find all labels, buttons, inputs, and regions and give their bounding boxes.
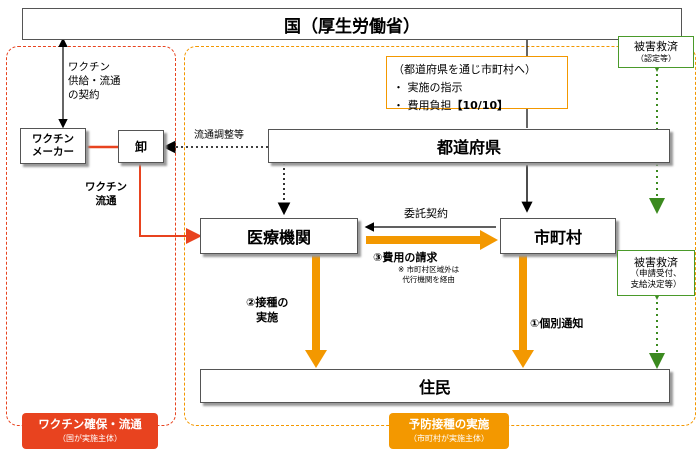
- instruction-line-2: ・ 実施の指示: [393, 81, 463, 94]
- consign-contract-label: 委託契約: [404, 207, 448, 220]
- vaccine-supply-tag-sub: （国が実施主体）: [58, 434, 122, 443]
- supply-contract-label: ワクチン 供給・流通 の契約: [68, 60, 121, 103]
- vaccine-maker-box: ワクチン メーカー: [20, 128, 86, 164]
- relief-mid-sub-1: （申請受付、: [630, 269, 682, 280]
- vaccination-tag: 予防接種の実施 （市町村が実施主体）: [389, 413, 509, 449]
- relief-top-sub: （認定等）: [636, 53, 676, 63]
- oroshi-label: 卸: [134, 140, 147, 154]
- oroshi-box: 卸: [118, 130, 164, 163]
- todofuken-box: 都道府県: [268, 129, 670, 163]
- distribution-adjust-label: 流通調整等: [194, 130, 244, 141]
- supply-contract-line-1: ワクチン: [68, 61, 110, 73]
- instruction-cost-ratio: 【10/10】: [451, 99, 509, 112]
- supply-contract-line-2: 供給・流通: [68, 75, 121, 88]
- relief-mid-title: 被害救済: [634, 256, 678, 270]
- shichoson-label: 市町村: [533, 228, 582, 247]
- vaccination-tag-sub: （市町村が実施主体）: [409, 434, 489, 443]
- shichoson-box: 市町村: [500, 218, 616, 254]
- kuni-box: 国（厚生労働省）: [22, 8, 682, 40]
- kuni-label: 国（厚生労働省）: [284, 16, 420, 37]
- vaccination-line-1: ②接種の: [246, 296, 289, 309]
- relief-mid-sub-2: 支給決定等）: [630, 279, 682, 290]
- cost-claim-label: ③費用の請求: [373, 251, 438, 264]
- vaccination-label: ②接種の 実施: [246, 296, 288, 326]
- jumin-label: 住民: [418, 378, 451, 397]
- instruction-line-1: （都道府県を通じ市町村へ）: [393, 63, 536, 76]
- cost-note-line-2: 代行機関を経由: [402, 274, 455, 284]
- vaccine-flow-label: ワクチン 流通: [85, 180, 127, 208]
- instruction-box: （都道府県を通じ市町村へ） ・ 実施の指示 ・ 費用負担【10/10】: [386, 56, 568, 112]
- jumin-box: 住民: [200, 369, 670, 403]
- instruction-line-3: ・ 費用負担【10/10】: [393, 97, 561, 113]
- iryo-box: 医療機関: [200, 218, 358, 254]
- vaccination-tag-title: 予防接種の実施: [408, 417, 490, 431]
- iryo-label: 医療機関: [246, 228, 311, 247]
- relief-top-box: 被害救済 （認定等）: [618, 36, 694, 68]
- todofuken-label: 都道府県: [436, 138, 501, 157]
- vaccine-flow-line-1: ワクチン: [85, 181, 127, 193]
- cost-note: ※ 市町村区域外は 代行機関を経由: [398, 265, 459, 285]
- maker-label-2: メーカー: [32, 146, 74, 158]
- cost-note-line-1: ※ 市町村区域外は: [398, 265, 460, 274]
- vaccination-line-2: 実施: [256, 310, 279, 324]
- relief-top-title: 被害救済: [634, 40, 678, 54]
- vaccine-flow-arrow: [139, 163, 202, 244]
- vaccine-supply-tag-title: ワクチン確保・流通: [38, 417, 142, 431]
- relief-mid-box: 被害救済 （申請受付、 支給決定等）: [617, 250, 695, 296]
- vaccine-flow-line-2: 流通: [95, 195, 117, 208]
- vaccine-supply-tag: ワクチン確保・流通 （国が実施主体）: [22, 413, 158, 449]
- notice-label: ①個別通知: [530, 317, 584, 330]
- instruction-cost-label: ・ 費用負担: [393, 99, 452, 112]
- supply-contract-line-3: の契約: [68, 89, 100, 102]
- maker-label-1: ワクチン: [32, 133, 74, 146]
